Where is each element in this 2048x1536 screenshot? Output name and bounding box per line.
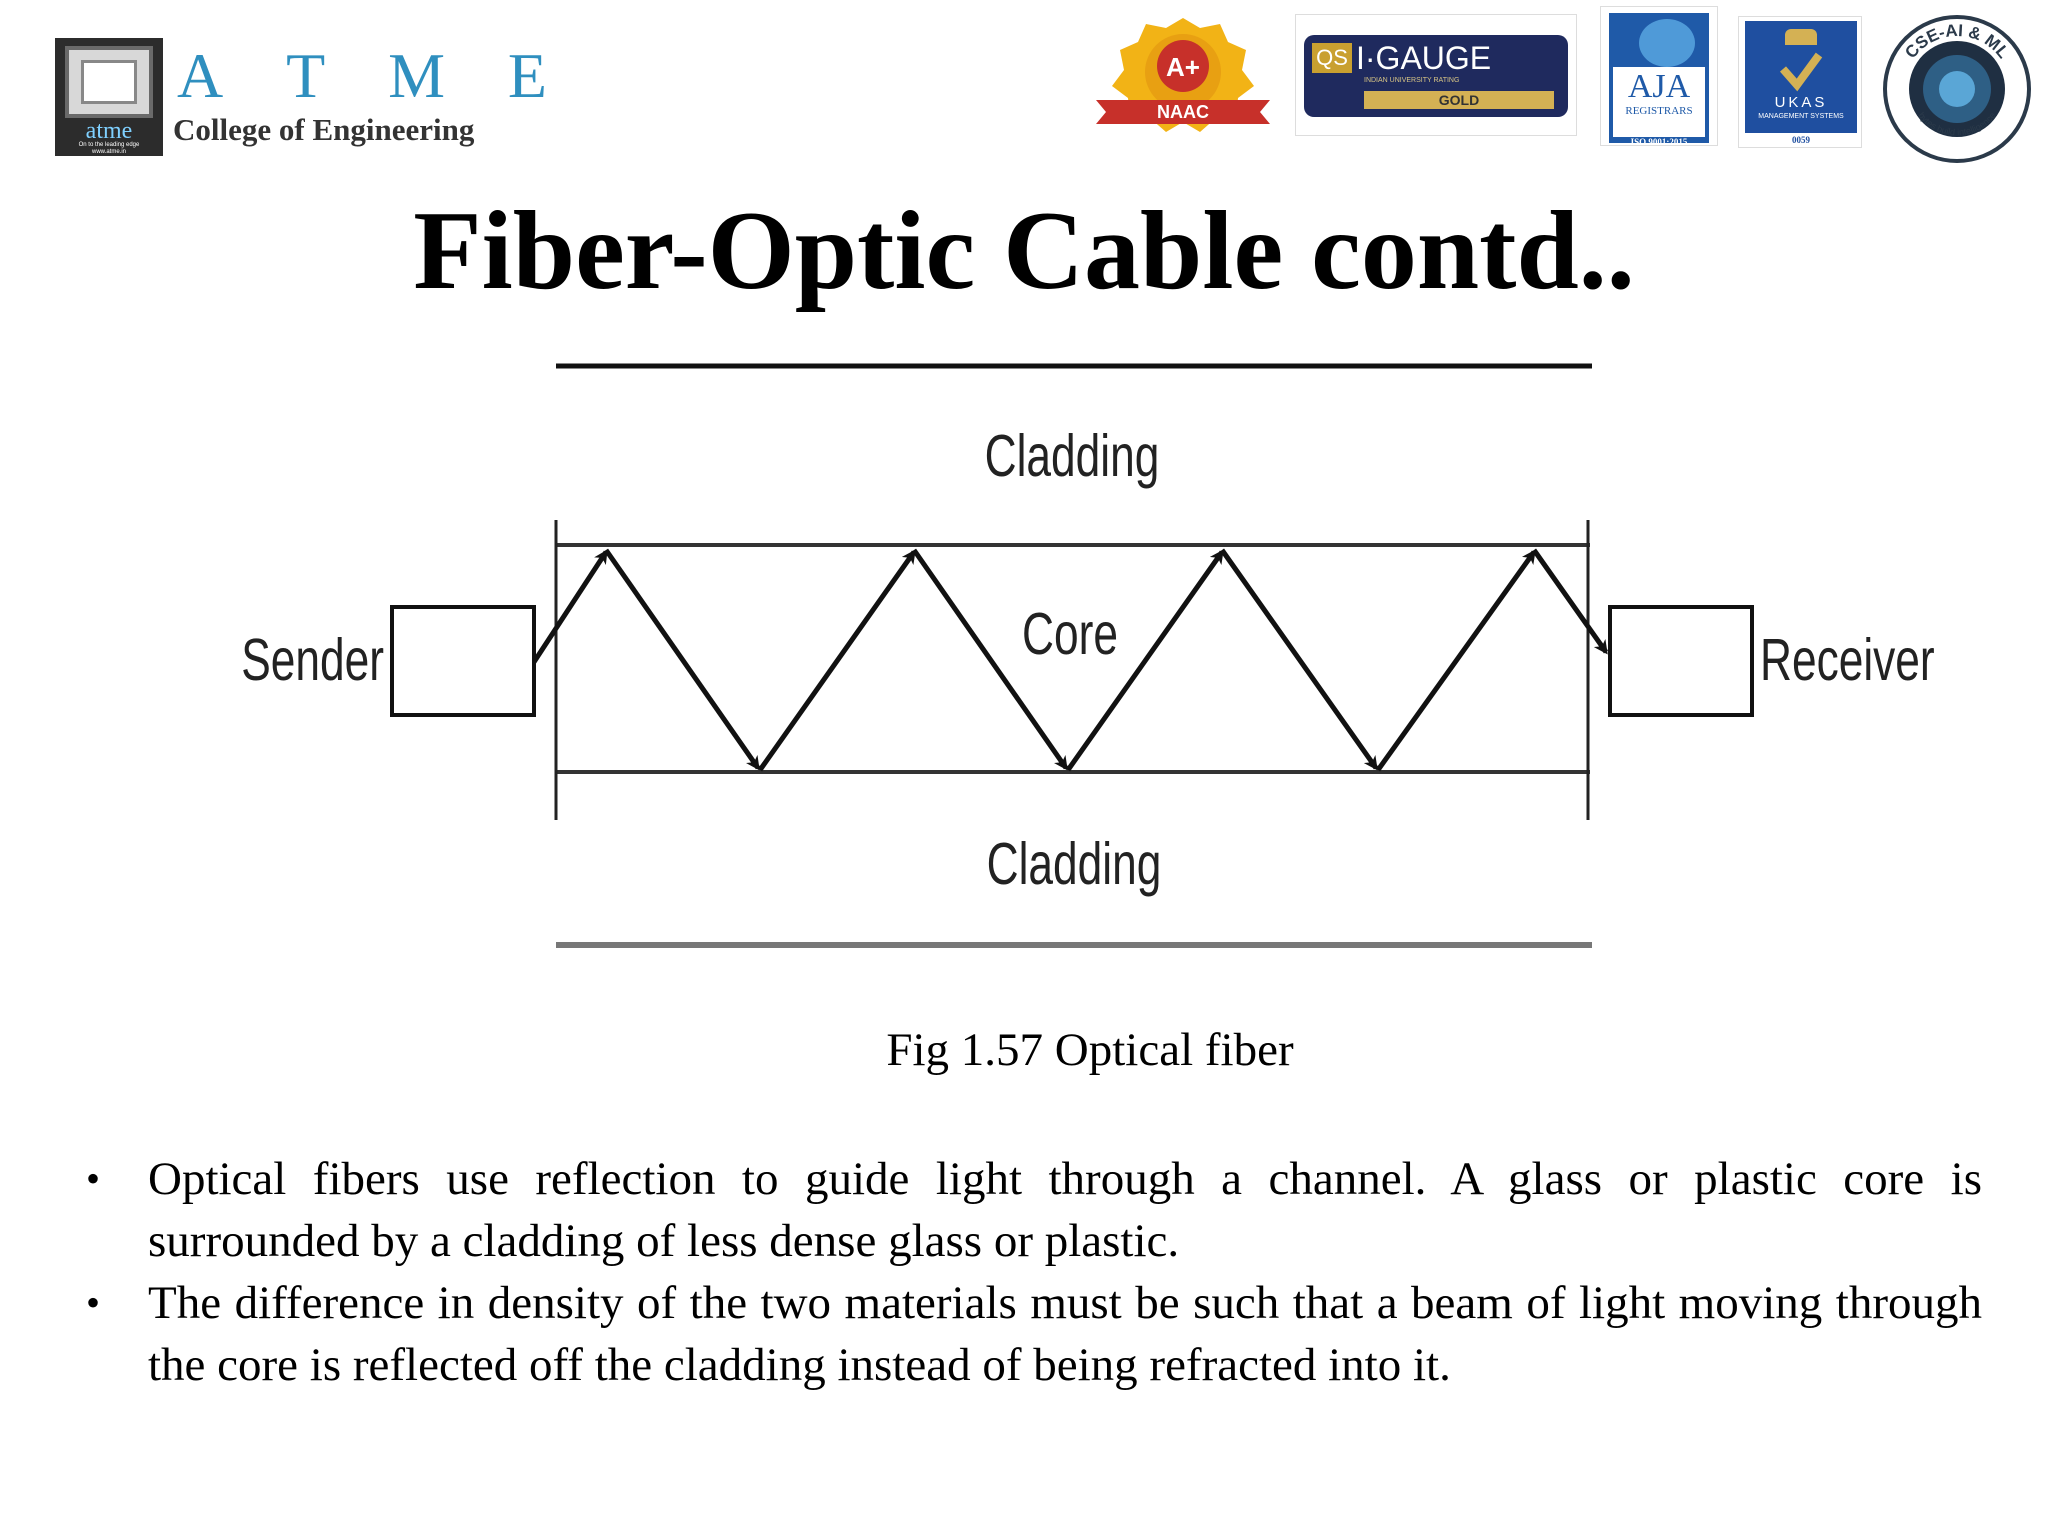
crown-icon (1785, 29, 1817, 45)
aja-badge: AJA REGISTRARS ISO 9001:2015 (1600, 6, 1718, 147)
checkmark-icon (1779, 52, 1823, 92)
atme-wordmark: A T M E (177, 40, 547, 111)
optical-fiber-diagram: Cladding Core Cladding Sender Receiver (0, 340, 2048, 980)
light-ray-segment (911, 548, 1069, 771)
bullet-text: Optical fibers use reflection to guide l… (148, 1153, 1982, 1267)
atme-frame-icon (65, 46, 153, 118)
qs-igauge-badge: QS I·GAUGE INDIAN UNIVERSITY RATING GOLD (1295, 14, 1577, 136)
light-ray-segment (1531, 548, 1609, 655)
light-ray-segment (603, 548, 761, 771)
svg-text:NAAC: NAAC (1157, 102, 1209, 122)
receiver-label: Receiver (1760, 628, 1935, 694)
cse-aiml-seal-icon: CSE-AI & ML bytes build intelligence (1883, 15, 2031, 163)
light-ray-segment (531, 549, 609, 664)
qs-tier: GOLD (1364, 91, 1554, 109)
bullet-text: The difference in density of the two mat… (148, 1277, 1982, 1391)
optical-fiber-svg: Cladding Core Cladding Sender Receiver (241, 363, 1935, 948)
ukas-subtitle: MANAGEMENT SYSTEMS (1758, 113, 1844, 120)
globe-icon (1639, 19, 1695, 67)
cladding-bottom-label: Cladding (987, 832, 1162, 898)
light-ray-segment (1219, 548, 1379, 771)
list-item: • The difference in density of the two m… (76, 1272, 1982, 1396)
qs-subtitle: INDIAN UNIVERSITY RATING (1364, 77, 1460, 84)
page-title: Fiber-Optic Cable contd.. (413, 189, 1635, 313)
cse-aiml-badge: CSE-AI & ML bytes build intelligence (1882, 14, 2032, 164)
atme-college-name: College of Engineering (173, 112, 475, 147)
list-item: • Optical fibers use reflection to guide… (76, 1148, 1982, 1272)
naac-badge: A+ NAAC (1088, 14, 1278, 134)
light-ray-segment (1375, 549, 1537, 772)
svg-text:A+: A+ (1166, 52, 1200, 82)
qs-label: QS (1312, 43, 1352, 73)
aja-name: AJA (1627, 68, 1691, 105)
sender-label: Sender (241, 628, 384, 694)
sender-box (390, 605, 536, 717)
aja-registrars: REGISTRARS (1625, 105, 1693, 117)
ukas-badge: UKAS MANAGEMENT SYSTEMS 0059 (1738, 16, 1862, 148)
cladding-top-label: Cladding (985, 424, 1160, 490)
figure-caption: Fig 1.57 Optical fiber (886, 1024, 1294, 1076)
core-label: Core (1022, 602, 1118, 668)
light-ray-segment (1065, 549, 1225, 772)
naac-seal-icon: A+ NAAC (1096, 18, 1270, 132)
ukas-name: UKAS (1774, 94, 1828, 111)
ukas-number: 0059 (1792, 135, 1810, 145)
receiver-box (1608, 605, 1754, 717)
bullet-icon: • (86, 1156, 101, 1201)
bullet-icon: • (86, 1280, 101, 1325)
light-ray-segment (757, 549, 917, 772)
qs-name: I·GAUGE (1356, 40, 1492, 76)
aja-iso: ISO 9001:2015 (1630, 137, 1688, 147)
bullet-list: • Optical fibers use reflection to guide… (76, 1148, 1982, 1396)
atme-short-name: atme (85, 118, 133, 144)
